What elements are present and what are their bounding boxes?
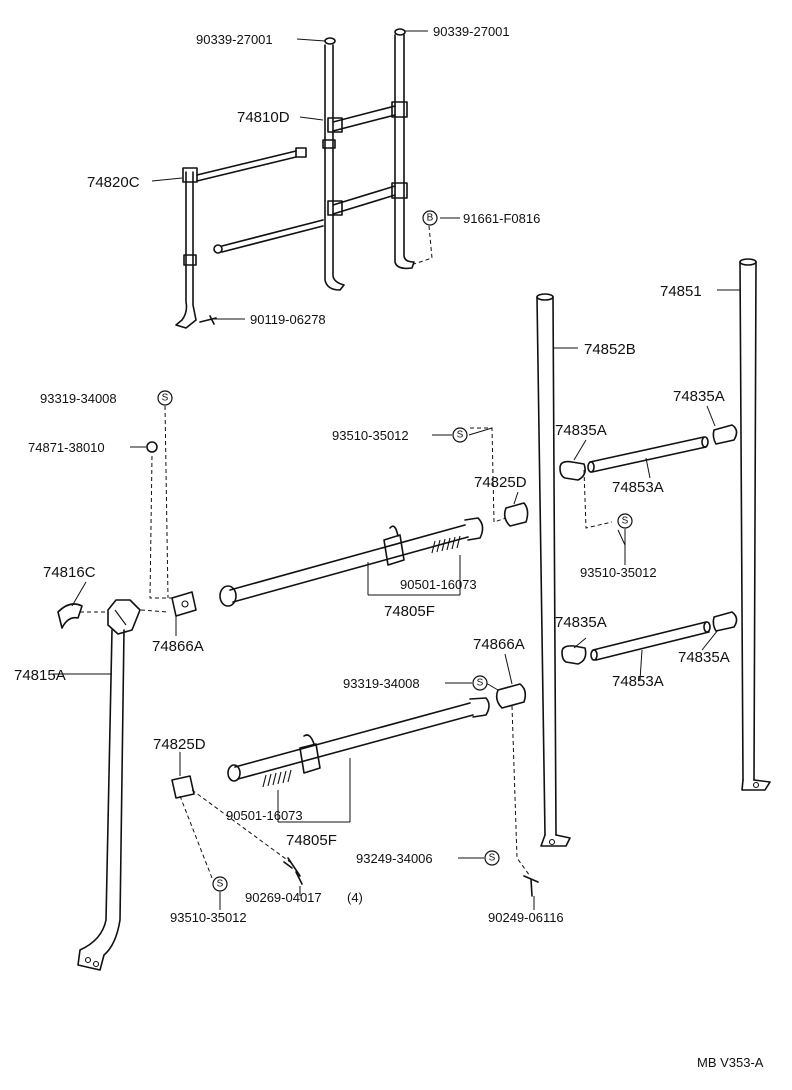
- label-90501-16073-lower: 90501-16073: [226, 808, 303, 823]
- label-90249-06116: 90249-06116: [488, 910, 564, 925]
- bolt-90249: [523, 875, 539, 897]
- label-74835a-2: 74835A: [555, 422, 607, 439]
- label-90339-27001-left: 90339-27001: [196, 32, 273, 47]
- label-74820c: 74820C: [87, 174, 140, 191]
- label-90339-27001-right: 90339-27001: [433, 24, 510, 39]
- label-93249-34006: 93249-34006: [356, 851, 433, 866]
- cap-74871: [146, 441, 158, 453]
- label-93510-35012-b: 93510-35012: [580, 565, 657, 580]
- svg-text:S: S: [489, 853, 496, 864]
- label-93510-35012-a: 93510-35012: [332, 428, 409, 443]
- label-74866a-lower: 74866A: [473, 636, 525, 653]
- label-74825d-lower: 74825D: [153, 736, 206, 753]
- side-rail-74820c: [175, 147, 324, 329]
- svg-text:S: S: [457, 430, 464, 441]
- label-90269-04017: 90269-04017: [245, 890, 322, 905]
- label-93319-34008-upper: 93319-34008: [40, 391, 117, 406]
- part-labels: 90339-27001 90339-27001 74810D 74820C 91…: [14, 24, 764, 1070]
- label-90501-16073-upper: 90501-16073: [400, 577, 477, 592]
- screw-90269: [283, 857, 303, 885]
- label-90119-06278: 90119-06278: [250, 312, 326, 327]
- label-74835a-4: 74835A: [678, 649, 730, 666]
- svg-text:B: B: [427, 213, 434, 224]
- label-74835a-3: 74835A: [555, 614, 607, 631]
- bracket-74825d-lower: [171, 775, 195, 799]
- label-74871-38010: 74871-38010: [28, 440, 105, 455]
- footer-code: MB V353-A: [697, 1055, 764, 1070]
- bar-74815a: [77, 599, 141, 971]
- label-74805f-lower: 74805F: [286, 832, 337, 849]
- svg-text:S: S: [622, 516, 629, 527]
- bracket-74866a-upper: [171, 591, 197, 617]
- label-74816c: 74816C: [43, 564, 96, 581]
- label-74825d-upper: 74825D: [474, 474, 527, 491]
- label-74866a-upper: 74866A: [152, 638, 204, 655]
- symbol-s-93510-c: S: [212, 876, 228, 892]
- label-74815a: 74815A: [14, 667, 66, 684]
- strut-74805f-lower: [227, 697, 490, 788]
- label-74810d: 74810D: [237, 109, 290, 126]
- label-74853a-upper: 74853A: [612, 479, 664, 496]
- symbol-s-93510-a: S: [452, 427, 468, 443]
- label-74851: 74851: [660, 283, 702, 300]
- tube-74853a-lower: [561, 611, 738, 665]
- label-74852b: 74852B: [584, 341, 636, 358]
- symbol-b-91661: B: [422, 210, 438, 226]
- pole-74851: [739, 258, 771, 791]
- leader-lines: [53, 30, 740, 910]
- symbol-s-93510-b: S: [617, 513, 633, 529]
- symbol-s-93319-upper: S: [157, 390, 173, 406]
- pole-74852b: [536, 293, 571, 847]
- ladder-74810d: [322, 28, 415, 291]
- label-74805f-upper: 74805F: [384, 603, 435, 620]
- bracket-74825d-upper: [503, 502, 529, 527]
- svg-text:S: S: [217, 879, 224, 890]
- dashed-lines: [80, 225, 613, 879]
- bracket-74866a-lower: [495, 683, 527, 709]
- strut-74805f-upper: [219, 517, 484, 607]
- label-93510-35012-c: 93510-35012: [170, 910, 247, 925]
- label-90269-04017-qty: (4): [347, 890, 363, 905]
- label-74853a-lower: 74853A: [612, 673, 664, 690]
- label-91661-f0816: 91661-F0816: [463, 211, 540, 226]
- cap-74816c: [57, 603, 83, 629]
- symbol-s-93249: S: [484, 850, 500, 866]
- symbol-s-93319-lower: S: [472, 675, 488, 691]
- svg-text:S: S: [162, 393, 169, 404]
- tube-74853a-upper: [559, 424, 738, 481]
- label-93319-34008-lower: 93319-34008: [343, 676, 420, 691]
- label-74835a-1: 74835A: [673, 388, 725, 405]
- svg-text:S: S: [477, 678, 484, 689]
